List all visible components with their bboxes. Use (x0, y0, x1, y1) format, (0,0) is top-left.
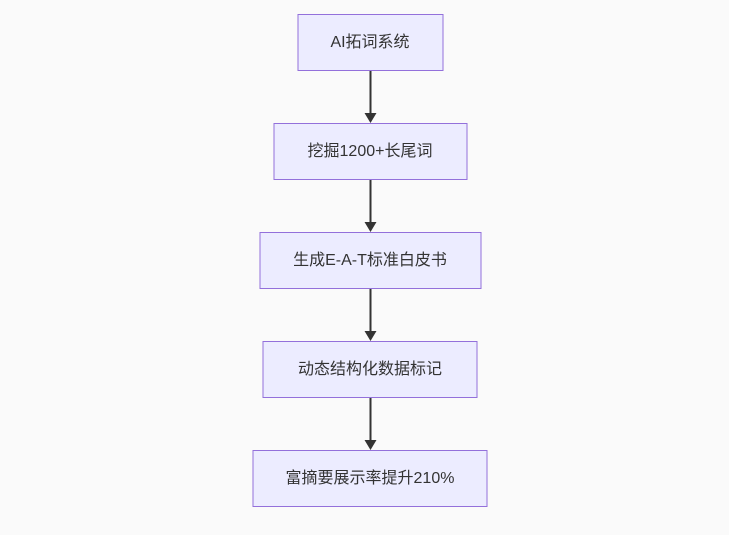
flow-node-generate-eat-whitepaper: 生成E-A-T标准白皮书 (259, 232, 481, 289)
arrow-down-icon (363, 180, 377, 232)
flow-node-label: 生成E-A-T标准白皮书 (293, 251, 447, 269)
flow-node-label: 动态结构化数据标记 (297, 360, 442, 378)
arrow-down-icon (363, 398, 377, 450)
arrow-down-icon (363, 289, 377, 341)
flow-node-ai-word-expansion-system: AI拓词系统 (297, 14, 443, 71)
flow-node-rich-snippet-rate-increase: 富摘要展示率提升210% (252, 450, 488, 507)
flow-node-label: 挖掘1200+长尾词 (307, 142, 433, 160)
flowchart-column: AI拓词系统 挖掘1200+长尾词 生成E-A-T标准白皮书 (252, 14, 488, 507)
flow-node-label: AI拓词系统 (330, 33, 410, 51)
arrow-down-icon (363, 71, 377, 123)
flow-node-label: 富摘要展示率提升210% (285, 469, 455, 487)
flow-node-mine-longtail-keywords: 挖掘1200+长尾词 (273, 123, 467, 180)
flow-node-dynamic-structured-data-markup: 动态结构化数据标记 (262, 341, 478, 398)
